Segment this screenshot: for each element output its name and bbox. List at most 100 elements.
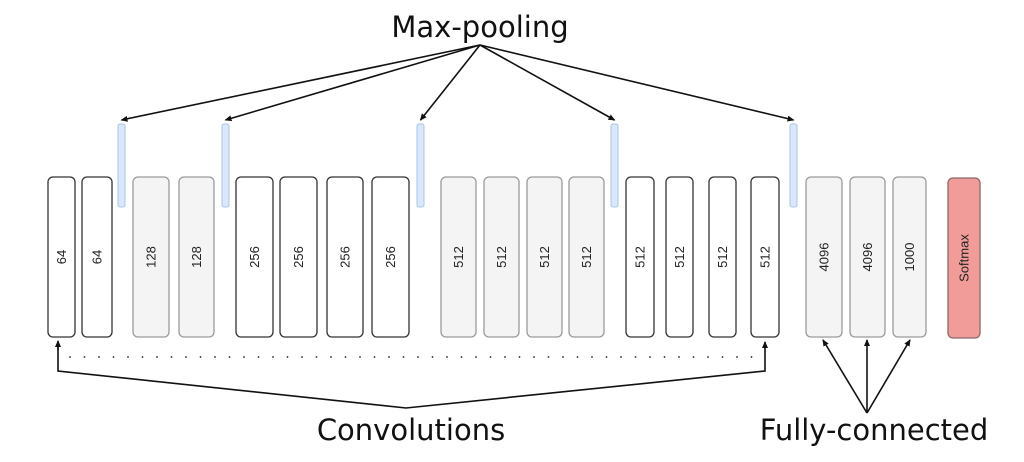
layer-label: 4096 bbox=[817, 243, 832, 272]
conv-layer: 256 bbox=[235, 176, 274, 338]
softmax-layer: Softmax bbox=[947, 177, 981, 339]
dot bbox=[576, 356, 579, 358]
dot bbox=[649, 356, 651, 358]
layer-box bbox=[132, 176, 170, 338]
dot bbox=[489, 356, 492, 358]
layer-box bbox=[708, 176, 737, 338]
layer-box bbox=[279, 176, 318, 338]
dot bbox=[707, 356, 709, 358]
dot bbox=[185, 356, 187, 358]
dot bbox=[243, 356, 245, 358]
max-pooling-arrow bbox=[224, 44, 481, 122]
layer-label: 512 bbox=[672, 246, 687, 268]
layer-label: 64 bbox=[90, 250, 105, 264]
conv-layer: 512 bbox=[568, 176, 605, 338]
layers-group: 64 64 128 128 256 256 256 256 512 512 512 512 512 512… bbox=[47, 123, 981, 339]
layer-box bbox=[326, 176, 364, 338]
layer-label: 512 bbox=[633, 246, 648, 268]
layer-box bbox=[81, 176, 113, 338]
layer-box bbox=[805, 176, 843, 338]
dot bbox=[112, 356, 115, 358]
dot bbox=[475, 356, 477, 358]
dot bbox=[446, 356, 448, 358]
dot bbox=[663, 356, 666, 358]
dot bbox=[199, 356, 202, 358]
layer-label: Softmax bbox=[957, 234, 972, 282]
layer-label: 512 bbox=[537, 246, 552, 268]
fc-layer: 4096 bbox=[849, 176, 886, 338]
dot bbox=[533, 356, 535, 358]
layer-label: 512 bbox=[451, 246, 466, 268]
conv-layer: 128 bbox=[132, 176, 170, 338]
dot bbox=[359, 356, 361, 358]
layer-box bbox=[625, 176, 655, 338]
convolutions-dotted-line bbox=[69, 356, 753, 358]
dot bbox=[127, 356, 129, 358]
conv-layer: 512 bbox=[440, 176, 477, 338]
conv-layer: 64 bbox=[81, 176, 113, 338]
dot bbox=[736, 356, 738, 358]
conv-layer: 512 bbox=[625, 176, 655, 338]
conv-layer: 256 bbox=[279, 176, 318, 338]
max-pooling-layer bbox=[416, 123, 425, 208]
dot bbox=[141, 356, 144, 358]
dot bbox=[591, 356, 593, 358]
conv-layer: 64 bbox=[47, 176, 76, 338]
convolutions-bracket-line bbox=[57, 341, 768, 409]
dot bbox=[272, 356, 274, 358]
dot bbox=[605, 356, 608, 358]
layer-box bbox=[47, 176, 76, 338]
dot bbox=[330, 356, 332, 358]
dot bbox=[214, 356, 216, 358]
dot bbox=[344, 356, 347, 358]
conv-layer: 256 bbox=[326, 176, 364, 338]
dot bbox=[257, 356, 260, 358]
layer-box bbox=[178, 176, 215, 338]
dot bbox=[156, 356, 158, 358]
dot bbox=[388, 356, 390, 358]
dot bbox=[373, 356, 376, 358]
dot bbox=[750, 356, 753, 358]
layer-box bbox=[526, 176, 563, 338]
layer-box bbox=[235, 176, 274, 338]
layer-label: 256 bbox=[247, 246, 262, 268]
layer-label: 4096 bbox=[860, 243, 875, 272]
fully-connected-arrow bbox=[866, 339, 911, 414]
layer-label: 128 bbox=[144, 246, 159, 268]
layer-label: 512 bbox=[758, 246, 773, 268]
layer-box bbox=[849, 176, 886, 338]
conv-layer: 512 bbox=[665, 176, 694, 338]
dot bbox=[98, 356, 100, 358]
dot bbox=[301, 356, 303, 358]
conv-layer: 512 bbox=[708, 176, 737, 338]
fc-layer: 4096 bbox=[805, 176, 843, 338]
max-pooling-layer bbox=[789, 123, 798, 208]
max-pooling-arrow bbox=[479, 44, 795, 122]
dot bbox=[286, 356, 289, 358]
fully-connected-arrows bbox=[822, 339, 911, 414]
dot bbox=[678, 356, 680, 358]
conv-layer: 256 bbox=[371, 176, 410, 338]
dot bbox=[417, 356, 419, 358]
convolutions-bracket bbox=[55, 340, 768, 409]
max-pooling-arrow bbox=[419, 44, 481, 121]
layer-label: 256 bbox=[383, 246, 398, 268]
dot bbox=[315, 356, 318, 358]
max-pooling-layer bbox=[610, 123, 619, 208]
layer-label: 256 bbox=[338, 246, 353, 268]
layer-box bbox=[947, 177, 981, 339]
layer-label: 512 bbox=[579, 246, 594, 268]
layer-box bbox=[750, 176, 780, 338]
layer-label: 128 bbox=[189, 246, 204, 268]
fully-connected-title: Fully-connected bbox=[760, 413, 989, 447]
conv-layer: 128 bbox=[178, 176, 215, 338]
dot bbox=[620, 356, 622, 358]
layer-label: 64 bbox=[54, 250, 69, 264]
fully-connected-arrow bbox=[822, 339, 868, 414]
layer-label: 512 bbox=[494, 246, 509, 268]
layer-box bbox=[440, 176, 477, 338]
max-pooling-arrow bbox=[479, 44, 616, 121]
dot bbox=[518, 356, 521, 358]
dot bbox=[504, 356, 506, 358]
dot bbox=[460, 356, 463, 358]
